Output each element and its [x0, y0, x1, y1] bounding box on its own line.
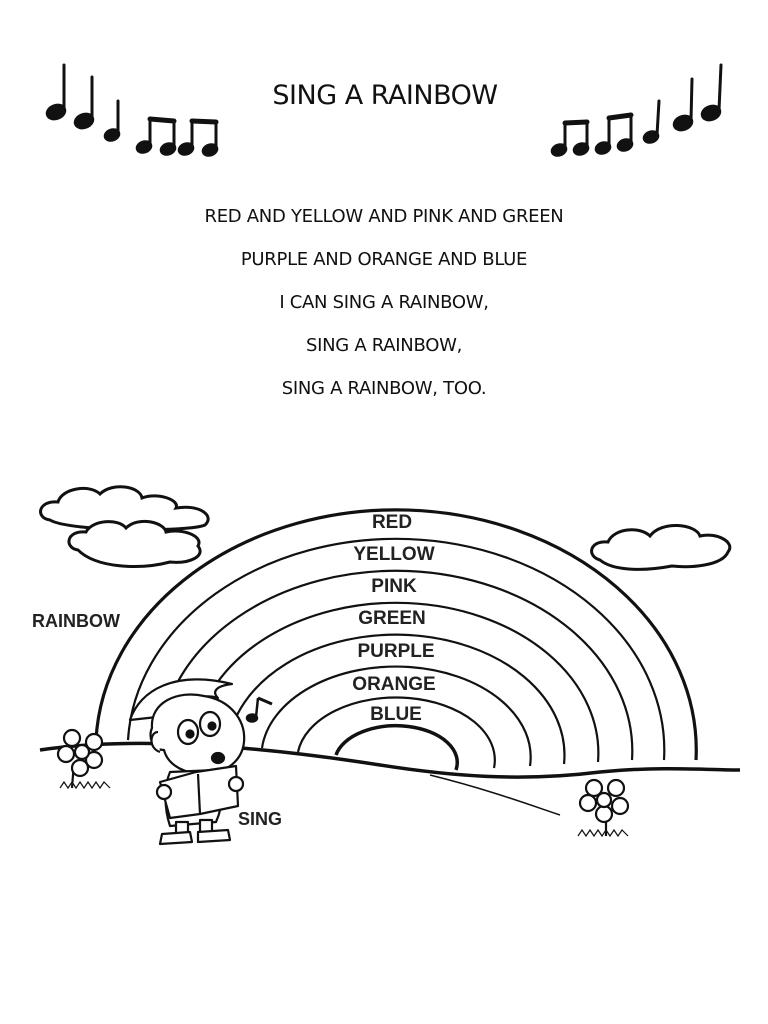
rainbow-label-yellow: YELLOW [353, 544, 434, 565]
lyric-line: PURPLE AND ORANGE AND BLUE [240, 249, 528, 270]
cloud-icon [67, 519, 202, 568]
lyrics: RED AND YELLOW AND PINK AND GREEN PURPLE… [84, 202, 684, 417]
rainbow-label-orange: ORANGE [352, 674, 435, 695]
hill-outline [39, 741, 741, 779]
rainbow-bands [94, 508, 698, 771]
rainbow-label-purple: PURPLE [357, 641, 434, 662]
lyric-line: RED AND YELLOW AND PINK AND GREEN [204, 206, 564, 227]
music-notes-right-icon [550, 63, 723, 157]
rainbow-label: RAINBOW [32, 611, 120, 631]
flower-icon [56, 728, 111, 790]
rainbow-label-blue: BLUE [370, 704, 422, 725]
lyric-line: SING A RAINBOW, [306, 335, 462, 356]
rainbow-label-red: RED [372, 512, 412, 533]
singing-boy-illustration [128, 678, 246, 846]
cloud-icon [590, 523, 732, 571]
music-notes-left-icon [45, 63, 219, 157]
rainbow-label-green: GREEN [358, 608, 426, 629]
rainbow-scene: RED YELLOW PINK GREEN PURPLE ORANGE BLUE [32, 485, 741, 846]
lyric-line: SING A RAINBOW, TOO. [281, 378, 487, 399]
lyric-line: I CAN SING A RAINBOW, [279, 292, 489, 313]
rainbow-label-pink: PINK [371, 576, 417, 597]
page-title: SING A RAINBOW [272, 80, 498, 111]
cloud-icon [39, 485, 210, 532]
music-note-icon [245, 696, 273, 723]
hill-line [429, 774, 561, 816]
flower-icon [577, 778, 630, 838]
sing-label: SING [238, 809, 282, 829]
